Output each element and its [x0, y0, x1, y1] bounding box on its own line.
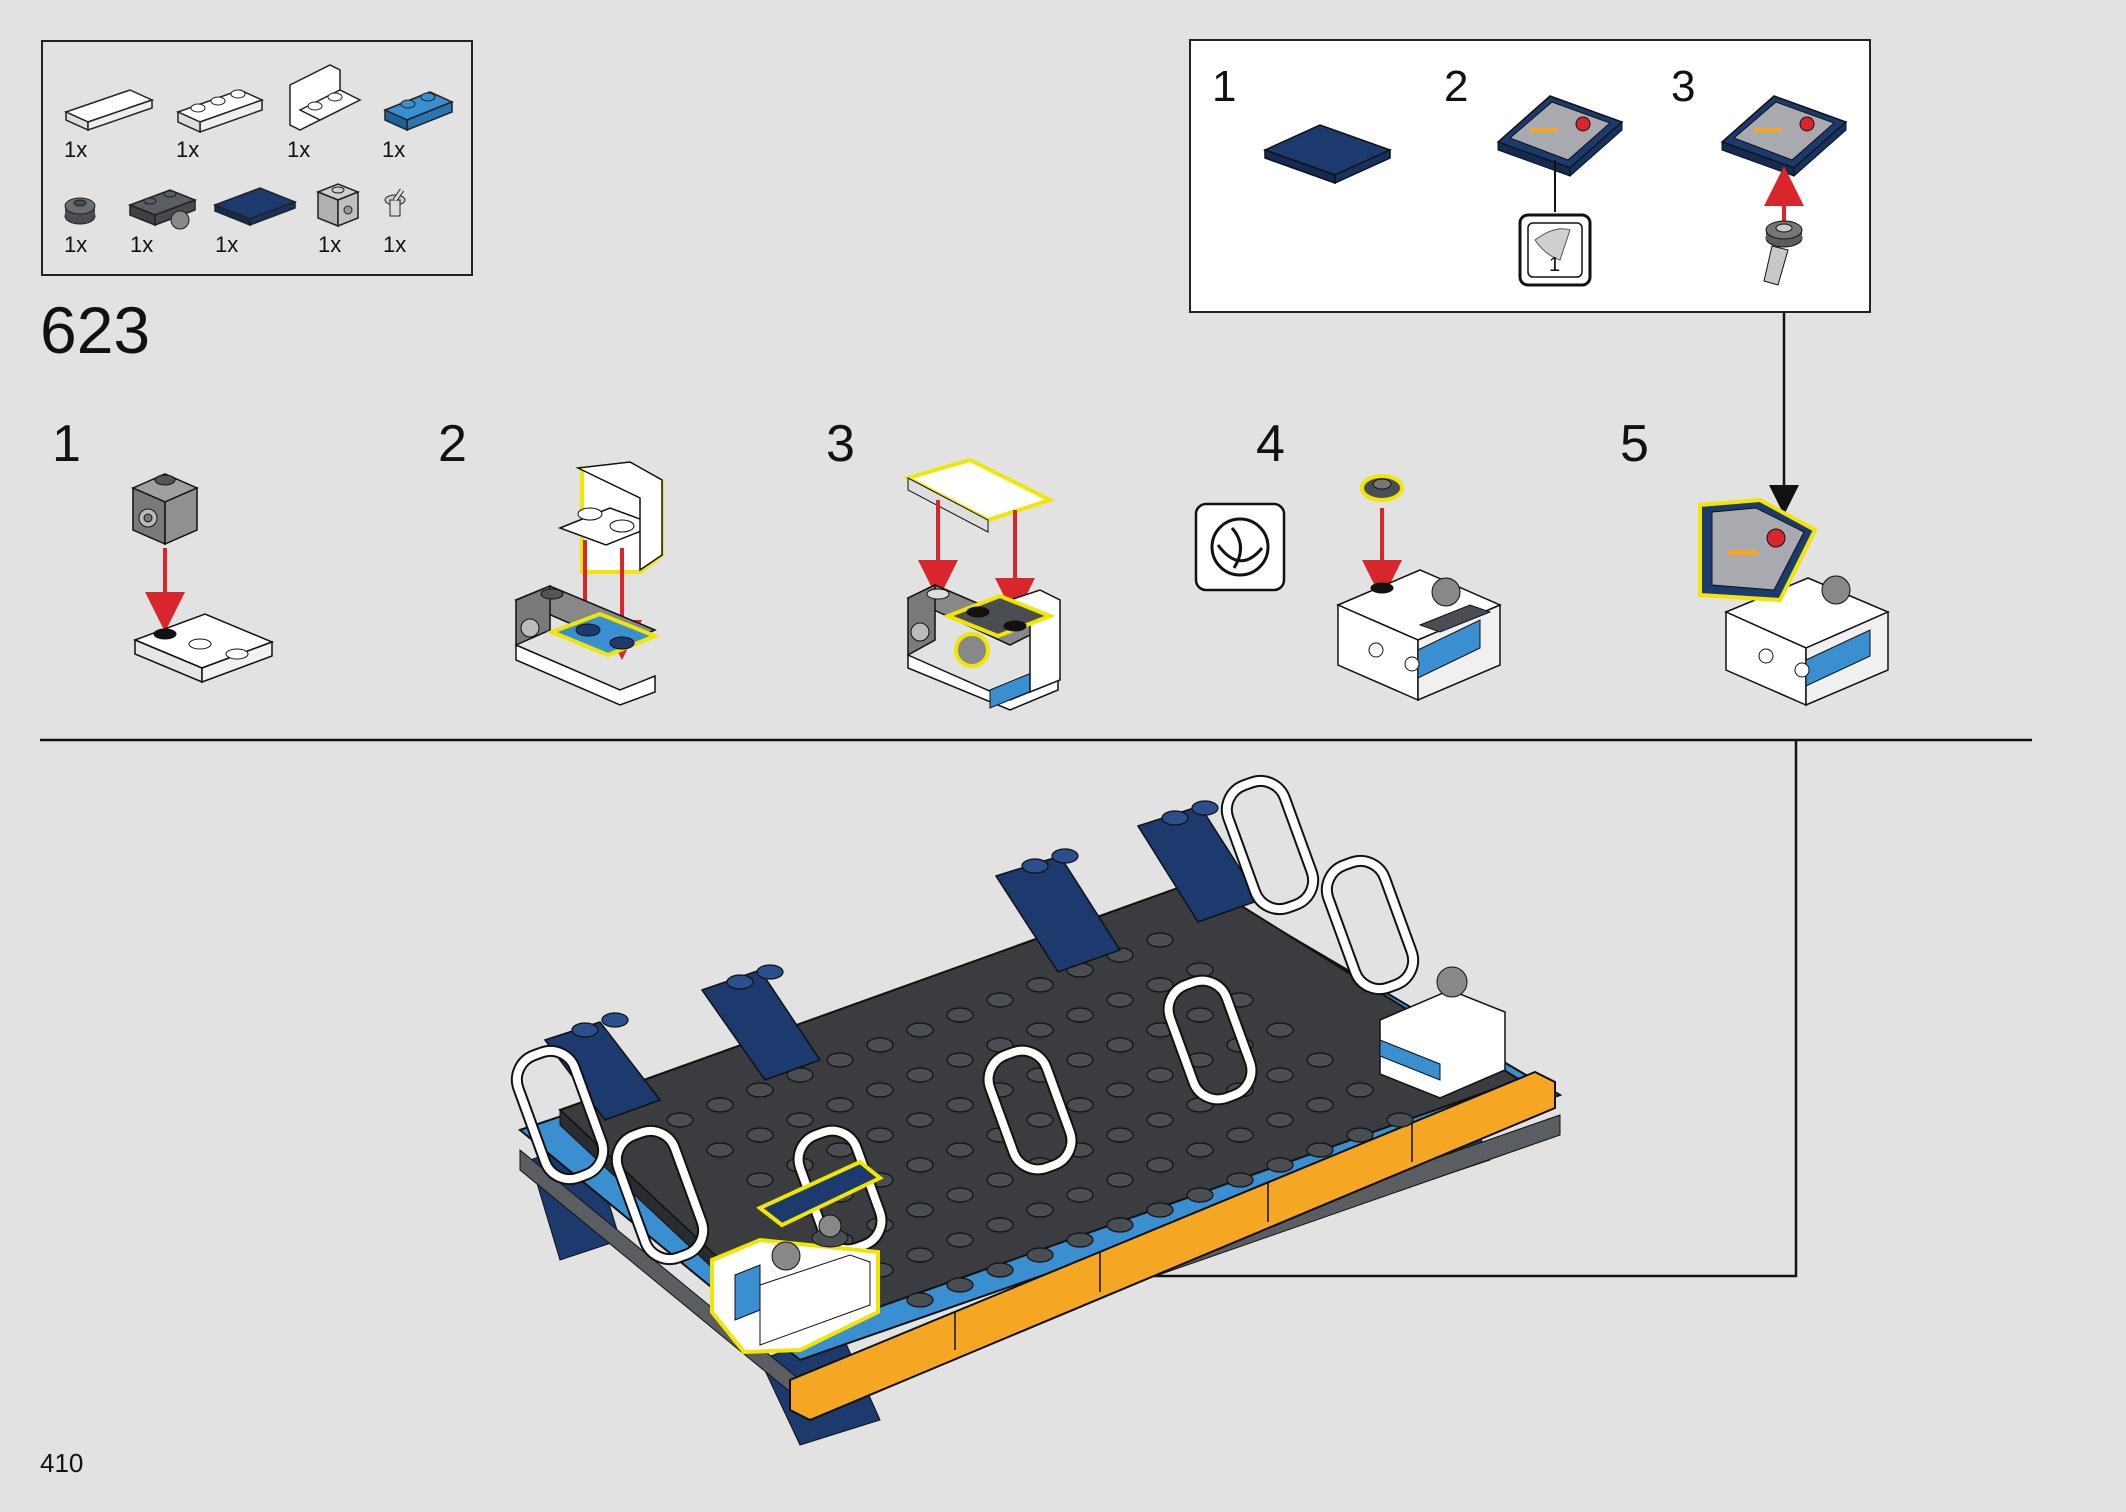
part-qty: 1x	[383, 232, 407, 257]
sticker-icon	[1518, 213, 1592, 287]
dark-blue-tile-2x2-icon	[212, 187, 298, 227]
subassembly-step-2-number: 2	[1444, 62, 1469, 111]
part-qty: 1x	[176, 137, 200, 162]
substep-2-number: 2	[438, 415, 467, 473]
subassembly-tile-plain-icon	[1263, 124, 1392, 185]
white-plate-1x3-icon	[175, 89, 265, 134]
substep-2-drawing	[514, 461, 664, 706]
substep-3-number: 3	[826, 415, 855, 473]
substep-5-number: 5	[1620, 415, 1649, 473]
white-tile-1x4-icon	[63, 89, 155, 132]
grey-brick-with-stud-icon	[315, 183, 361, 228]
dark-grey-round-plate-icon	[64, 197, 96, 225]
callout-arrow	[865, 740, 1798, 1291]
step-number: 623	[40, 293, 151, 367]
part-qty: 1x	[382, 137, 406, 162]
part-qty: 1x	[64, 137, 88, 162]
grey-lever-icon	[384, 188, 406, 217]
subassembly-step-1-number: 1	[1212, 62, 1237, 111]
substep-4-number: 4	[1256, 415, 1285, 473]
blue-plate-1x2-icon	[383, 91, 454, 132]
part-qty: 1x	[215, 232, 239, 257]
lever-part-icon	[1763, 220, 1803, 286]
part-qty: 1x	[130, 232, 154, 257]
subassembly-step-3-number: 3	[1671, 62, 1696, 111]
substep-5-drawing	[1698, 497, 1890, 707]
part-qty: 1x	[318, 232, 342, 257]
dark-grey-plate-with-ball-icon	[127, 189, 198, 230]
parts-list-box	[41, 40, 473, 276]
main-model-drawing	[510, 774, 1563, 1446]
subassembly-tile-final-icon	[1720, 95, 1848, 178]
substep-4-drawing	[1336, 474, 1502, 702]
part-qty: 1x	[64, 232, 88, 257]
page-number: 410	[40, 1448, 84, 1478]
rotate-icon	[1194, 502, 1286, 592]
sticker-number: 1	[1549, 254, 1561, 276]
subassembly-tile-printed-icon	[1496, 95, 1624, 178]
white-bracket-icon	[289, 64, 362, 131]
substep-1-number: 1	[52, 415, 81, 473]
substep-1-drawing	[131, 473, 275, 684]
part-qty: 1x	[287, 137, 311, 162]
substep-3-drawing	[902, 457, 1061, 711]
